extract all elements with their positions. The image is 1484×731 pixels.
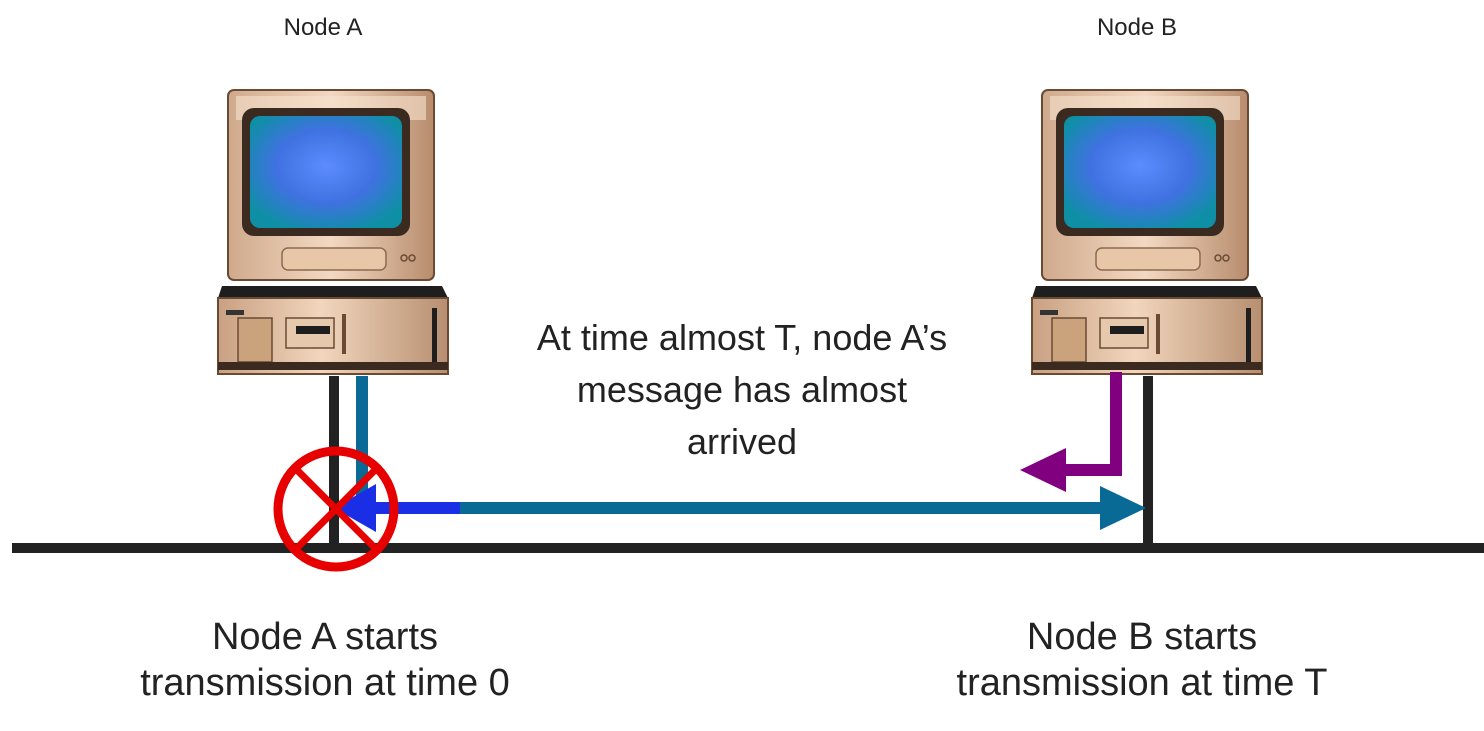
node-b-caption: Node B starts transmission at time T: [932, 614, 1352, 706]
message-line-1: At time almost T, node A’s: [536, 317, 948, 358]
collision-no-icon: [273, 446, 399, 572]
node-a-caption: Node A starts transmission at time 0: [115, 614, 535, 706]
node-a-caption-line-2: transmission at time 0: [140, 662, 510, 704]
node-b-signal-arrowhead: [1020, 448, 1066, 492]
collision-signal-arrowhead: [334, 484, 376, 532]
node-a-computer-icon: [217, 89, 449, 375]
node-a-caption-line-1: Node A starts: [211, 616, 438, 658]
node-b-caption-line-1: Node B starts: [1026, 616, 1258, 658]
message-line-3: arrived: [686, 421, 798, 462]
node-b-title: Node B: [1096, 14, 1178, 41]
node-b-signal-line: [1060, 372, 1122, 476]
node-b-computer-icon: [1031, 89, 1263, 375]
node-a-signal-arrowhead: [1100, 486, 1146, 530]
message-line-2: message has almost: [576, 369, 908, 410]
message-annotation: At time almost T, node A’s message has a…: [512, 312, 972, 468]
node-b-caption-line-2: transmission at time T: [956, 662, 1328, 704]
node-a-title: Node A: [283, 14, 363, 41]
